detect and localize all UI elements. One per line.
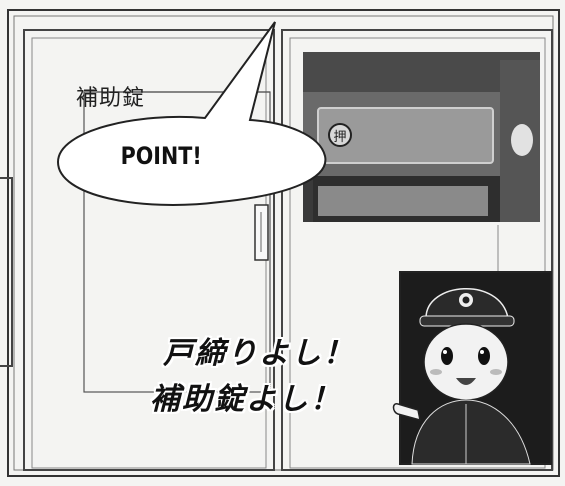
left-door: [23, 29, 275, 471]
call-out-aux-lock-ok: 補助錠よし！: [150, 382, 342, 417]
push-stamp-text: 押: [333, 130, 346, 145]
lock-photo: 押: [303, 52, 540, 222]
police-officer-character-icon: [392, 271, 552, 465]
wall-edge: [0, 177, 13, 367]
point-label: POINT!: [120, 142, 202, 170]
point-speech-bubble: [56, 21, 327, 206]
outer-frame: [7, 9, 560, 477]
call-out-door-locked: 戸締りよし！: [163, 336, 355, 371]
auxiliary-lock-label: 補助錠: [76, 86, 146, 111]
